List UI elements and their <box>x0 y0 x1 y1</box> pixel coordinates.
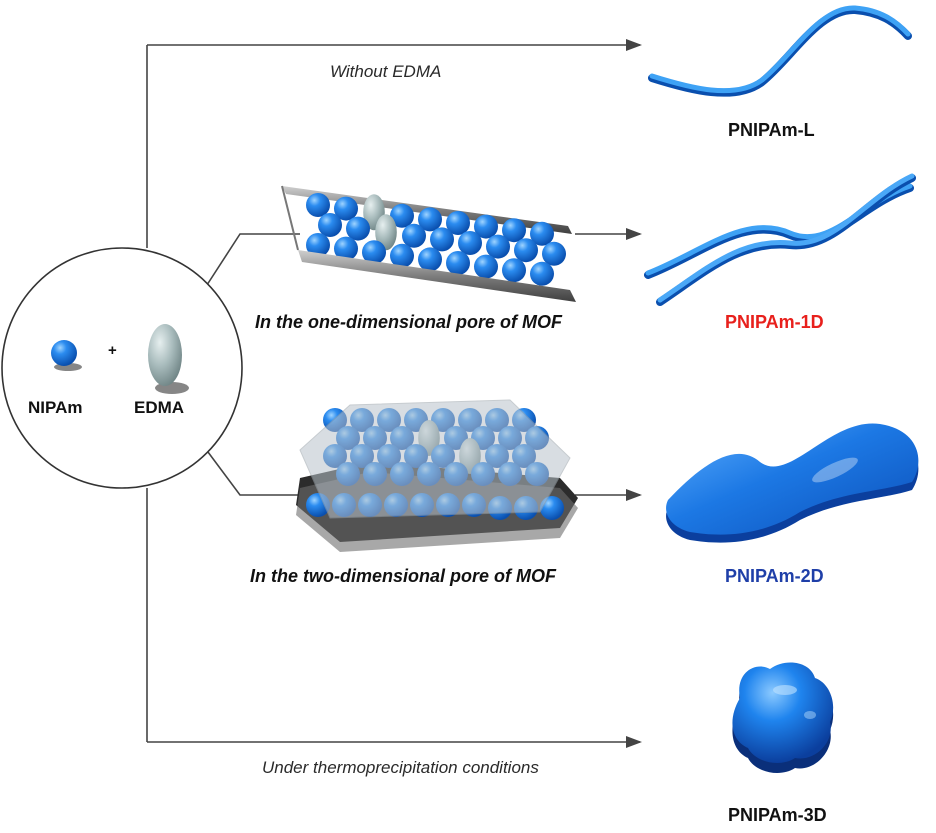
monomer-particle <box>430 227 454 252</box>
monomer-label-edma: EDMA <box>134 398 185 417</box>
monomer-particle <box>334 196 358 221</box>
product-label-1d: PNIPAm-1D <box>725 312 824 332</box>
monomer-particle <box>530 261 554 286</box>
product-label-3d: PNIPAm-3D <box>728 805 827 825</box>
monomer-particle <box>318 213 342 237</box>
product-3d-blob <box>732 662 834 773</box>
route-label-2d-pore: In the two-dimensional pore of MOF <box>250 566 556 586</box>
edma-ellipsoid-icon <box>148 324 182 386</box>
monomer-circle <box>1 247 243 489</box>
monomer-particle <box>446 251 470 275</box>
monomer-particle <box>446 211 470 235</box>
monomer-particle <box>390 203 414 228</box>
monomer-particle <box>474 254 498 279</box>
nipam-sphere-icon <box>51 340 77 366</box>
branch-2d-line <box>204 447 300 496</box>
pore-2d-glass-top <box>299 399 571 519</box>
mof-2d-pore <box>296 399 578 552</box>
monomer-particle <box>334 236 358 261</box>
monomer-particle <box>530 221 554 246</box>
monomer-particle <box>502 218 526 243</box>
route-label-1d-pore: In the one-dimensional pore of MOF <box>255 312 563 332</box>
route-label-thermoprecipitation: Under thermoprecipitation conditions <box>262 758 539 777</box>
monomer-particle <box>306 233 330 257</box>
product-linear-strand <box>648 5 912 97</box>
branch-1d-line <box>204 233 300 289</box>
monomer-particle <box>486 234 510 259</box>
monomer-particle <box>474 214 498 239</box>
monomer-particle <box>418 207 442 232</box>
pore-1d-spheres <box>306 193 566 286</box>
route-label-without-edma: Without EDMA <box>330 62 442 81</box>
product-2d-sheet <box>666 423 919 543</box>
crosslinker-particle <box>375 214 397 251</box>
monomer-particle <box>346 216 370 241</box>
monomer-particle <box>402 223 426 248</box>
monomer-panel <box>1 247 243 489</box>
monomer-particle <box>362 240 386 265</box>
monomer-particle <box>306 193 330 217</box>
monomer-label-nipam: NIPAm <box>28 398 83 417</box>
product-1d-strands <box>644 173 916 306</box>
monomer-particle <box>502 258 526 283</box>
plus-sign: + <box>108 342 117 359</box>
pore-bottom-wall <box>298 250 576 302</box>
monomer-particle <box>514 238 538 263</box>
monomer-particle <box>418 247 442 272</box>
monomer-particle <box>458 231 482 255</box>
connector-lines <box>146 39 642 748</box>
monomer-particle <box>390 243 414 268</box>
product-label-2d: PNIPAm-2D <box>725 566 824 586</box>
monomer-particle <box>542 241 566 266</box>
mof-1d-pore <box>281 185 576 302</box>
product-label-linear: PNIPAm-L <box>728 120 815 140</box>
